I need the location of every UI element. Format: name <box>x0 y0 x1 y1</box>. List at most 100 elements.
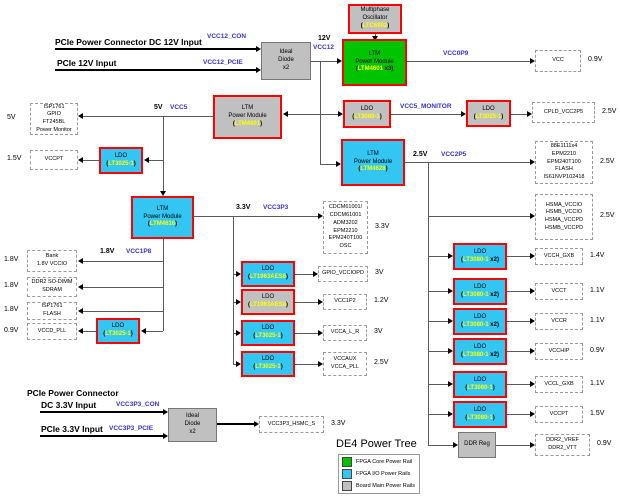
net-label: VCC1P8 <box>126 248 152 255</box>
arrowhead <box>163 409 168 415</box>
load-cpld-vcc2p5: CPLD_VCC2P5 <box>532 102 595 123</box>
legend-item: Board Main Power Rails <box>342 481 415 491</box>
ldo-vccaux: LDO(LT3025-1) <box>241 351 295 377</box>
arrowhead <box>530 213 535 219</box>
wire <box>507 414 530 415</box>
part-paren-close: ) <box>285 302 288 308</box>
wire <box>163 116 164 191</box>
wire <box>407 61 530 62</box>
part-paren-close: ) <box>260 120 263 127</box>
ltm4628-label: Power Module <box>353 158 393 165</box>
wire <box>311 61 337 62</box>
part-number-text: LT3080-1 <box>463 291 489 298</box>
part-paren-close: ) <box>379 114 382 120</box>
ltm4616-label: LTM <box>156 205 169 212</box>
ldo-vcch-gxb-part-number: (LT3080-1 x2) <box>461 257 499 265</box>
load-config-devices-label: EPM2210 <box>551 150 577 157</box>
arrowhead <box>163 433 168 439</box>
text-label: DC 3.3V Input <box>41 400 97 410</box>
ldo-vcchip-label: LDO <box>473 343 487 350</box>
ldo-vcct-label: LDO <box>473 283 487 290</box>
load-config-devices-label: FLASH <box>555 166 573 173</box>
load-config-devices-label: 88E1111x4 <box>550 143 578 150</box>
wire <box>217 423 254 425</box>
part-paren-close: x2) <box>488 256 499 263</box>
legend-swatch-green <box>342 457 352 467</box>
wire <box>83 160 99 161</box>
part-paren-open: ( <box>358 166 361 173</box>
arrowhead <box>530 159 535 165</box>
part-number-text: LT3080-1 <box>467 414 493 421</box>
load-vccr-label: VCCR <box>551 317 567 324</box>
part-paren-open: ( <box>352 114 355 120</box>
text-label: 3.3V <box>236 204 251 211</box>
load-vcc1p2: VCC1P2 <box>323 294 367 310</box>
arrowhead <box>530 58 535 64</box>
wire <box>428 445 453 446</box>
load-isp-gpio-monitor-label: Power Monitor <box>36 126 72 133</box>
wire <box>295 333 318 334</box>
wire <box>233 333 236 334</box>
part-paren-open: ( <box>232 120 235 127</box>
part-paren-open: ( <box>253 333 256 339</box>
arrowhead <box>144 157 149 163</box>
arrowhead <box>236 361 241 367</box>
load-clock-devices-voltage: 3.3V <box>375 222 390 230</box>
ltm4601-5v-label: Power Module <box>228 113 267 120</box>
load-clock-devices-label: CDCM61001 <box>329 212 362 219</box>
ldo-vccaux-label: LDO <box>261 356 275 363</box>
ldo-vccpt-right: LDO(LT3080-1) <box>453 401 507 428</box>
load-vccl-gxb: VCCL_GXB <box>535 376 583 393</box>
load-vccl-gxb-voltage: 1.1V <box>590 379 605 387</box>
load-bank-vccio-label: 1.8V VCCIO <box>36 261 68 267</box>
part-number-text: LTM4628 <box>360 166 386 173</box>
load-hsm-io-label: HSMB_VCCPD <box>544 224 584 231</box>
ldo-vccd-pll-part-number: (LT3025-1) <box>103 331 133 339</box>
arrowhead <box>372 36 378 41</box>
load-vccd-pll-voltage: 0.9V <box>4 326 19 334</box>
part-number-text: LT3025-1 <box>475 113 502 120</box>
load-vccaux-vcca-pll-voltage: 2.5V <box>374 359 389 366</box>
part-paren-close: ) <box>285 274 288 280</box>
ldo-cpld: LDO(LT3025-1) <box>466 100 511 127</box>
ldo-vcc5-monitor-label: LDO <box>360 106 374 113</box>
load-vcch-gxb-voltage: 1.4V <box>590 251 605 259</box>
load-isp-gpio-monitor-voltage: 5V <box>7 114 16 121</box>
wire <box>391 114 461 115</box>
wire <box>507 321 530 322</box>
load-cpld-vcc2p5-label: CPLD_VCC2P5 <box>543 108 584 115</box>
wire <box>233 216 234 364</box>
part-number-text: LT1963AES8 <box>250 274 286 280</box>
part-paren-open: ( <box>461 351 464 358</box>
load-ddr2-sodimm-label: DDR2 SO-DIMM <box>31 279 73 286</box>
ldo-vcch-gxb-label: LDO <box>473 248 487 255</box>
load-vcca-l-r-voltage: 3V <box>374 328 383 335</box>
ideal-diode-12v-label: Ideal <box>279 49 293 56</box>
arrowhead <box>78 113 83 119</box>
arrowhead <box>236 271 241 277</box>
load-vccr-voltage: 1.1V <box>590 316 605 324</box>
ldo-vcca-l-r: LDO(LT3025-1) <box>241 320 295 346</box>
arrowhead <box>530 318 535 324</box>
legend-item: FPGA I/O Power Rails <box>342 469 410 479</box>
load-vccd-pll: VCCD_PLL <box>27 323 77 340</box>
arrowhead <box>318 213 323 219</box>
wire <box>149 160 163 161</box>
wire <box>83 116 213 117</box>
load-isp-gpio-monitor-label: ISP1761 <box>43 103 65 110</box>
ldo-vccl-gxb-part-number: (LT3080-1) <box>465 385 495 393</box>
net-label: VCC5_MONITOR <box>400 103 452 110</box>
ldo-vccd-pll-label: LDO <box>111 323 125 330</box>
arrowhead <box>236 330 241 336</box>
part-paren-close: ) <box>280 333 283 339</box>
load-vcchip-label: VCCHIP <box>548 347 570 354</box>
load-vccpt-left-voltage: 1.5V <box>7 155 22 162</box>
ddr-reg-label: DDR Reg <box>464 441 490 448</box>
part-paren-open: ( <box>106 160 109 167</box>
arrowhead <box>318 299 323 305</box>
legend-item-label: FPGA I/O Power Rails <box>356 471 411 477</box>
